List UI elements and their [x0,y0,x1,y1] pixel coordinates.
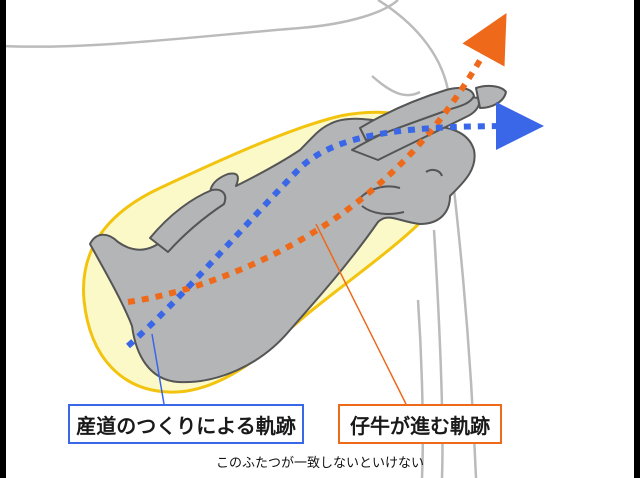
calf-eye [425,168,443,177]
calf-hind-leg [149,188,227,253]
left-border [0,0,6,478]
cow-leg-line-2 [432,229,444,478]
cow-back-line [0,0,399,48]
blue-leader-line [151,333,165,405]
right-border [634,0,640,478]
calf-ear [359,185,401,199]
calf-path-label: 仔牛が進む軌跡 [338,404,502,444]
calf-details [359,168,443,215]
cow-tail-line [371,75,421,97]
cow-rump-line [377,0,450,91]
birth-canal-trajectory [126,102,544,349]
calf-front-leg-2 [359,87,475,141]
cow-leg-line-3 [416,299,425,478]
orange-leader-line [315,223,407,405]
caption-text: このふたつが一致しないといけない [215,456,424,471]
birth-canal-path-label: 産道のつくりによる軌跡 [68,404,304,444]
calf-path-trajectory [127,12,507,305]
calf-neck-fold [361,205,405,215]
calf-hoof [475,84,507,109]
